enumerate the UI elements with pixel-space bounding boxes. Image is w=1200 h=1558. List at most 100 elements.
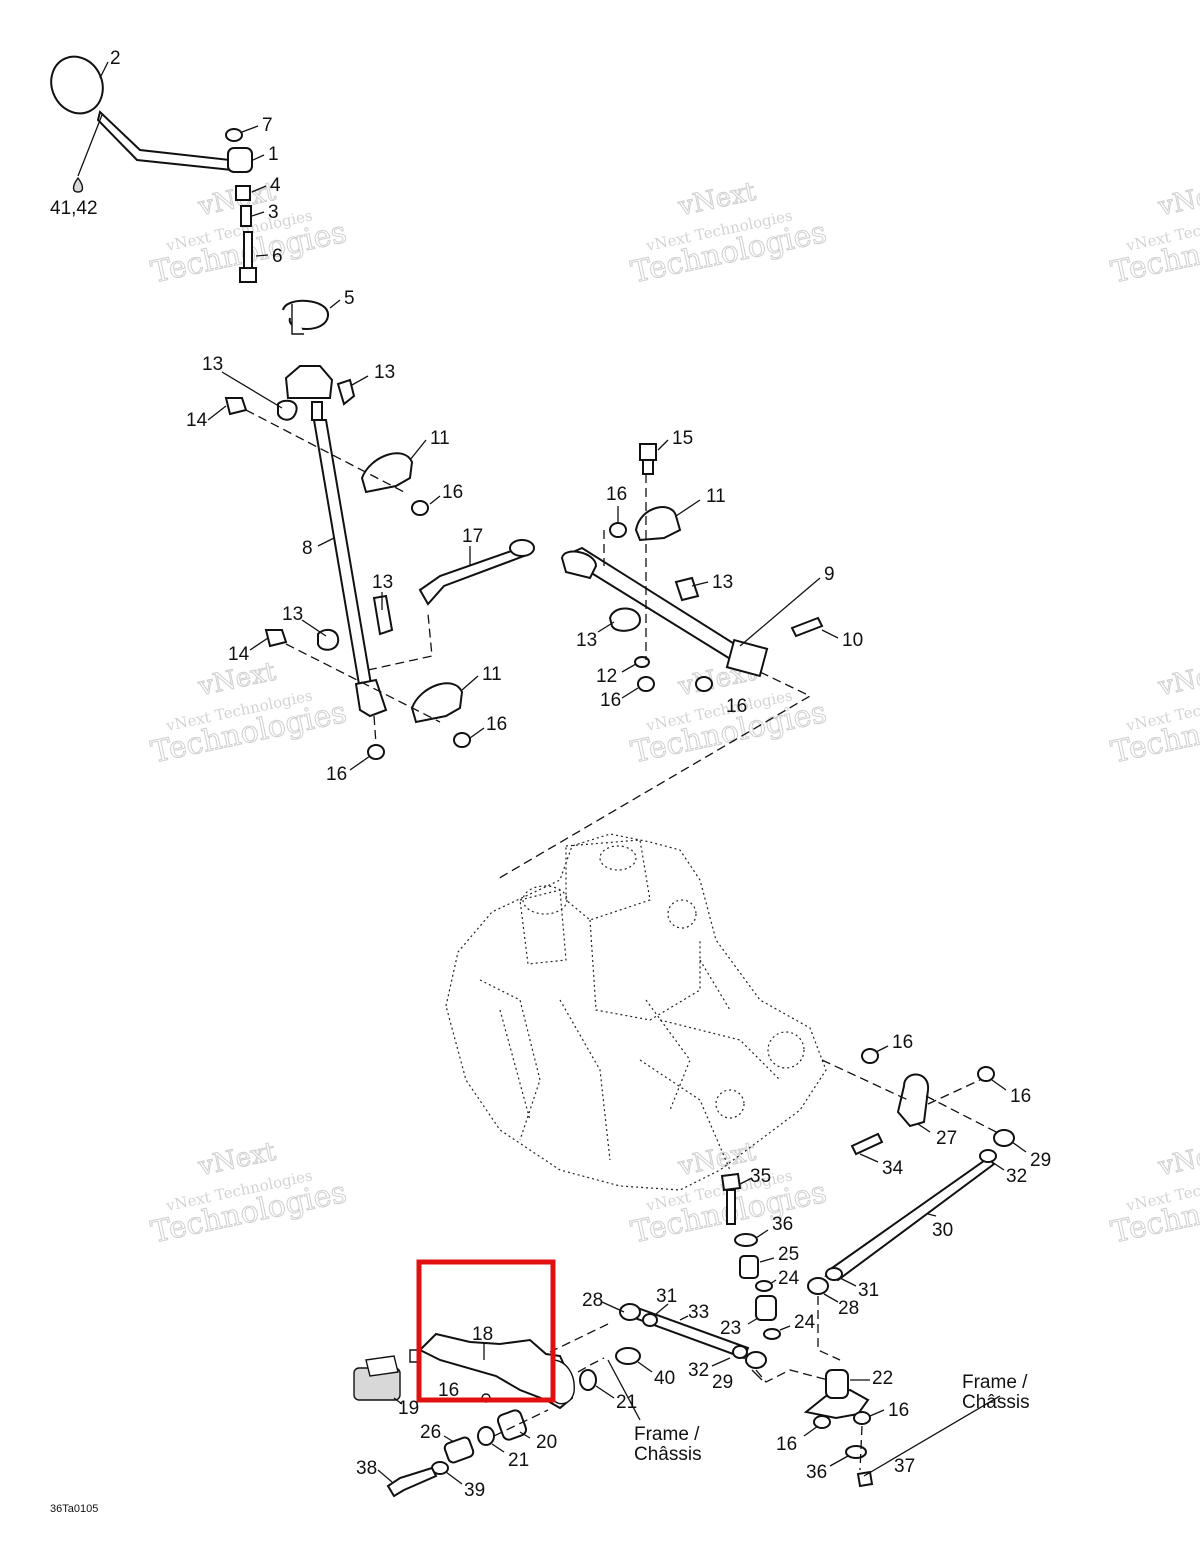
spacer-25 bbox=[739, 1255, 759, 1279]
callout-11b: 11 bbox=[706, 486, 726, 507]
engine-port bbox=[667, 899, 697, 929]
callout-16h: 16 bbox=[1010, 1086, 1031, 1107]
callout-13f: 13 bbox=[282, 604, 303, 625]
callout-13d: 13 bbox=[576, 630, 597, 651]
rod-end-29a bbox=[993, 1129, 1015, 1147]
callout-12: 12 bbox=[596, 666, 617, 687]
leader-25 bbox=[759, 1257, 775, 1263]
nut-32a bbox=[979, 1149, 997, 1163]
engine-ribs bbox=[479, 979, 781, 1171]
watermark-9: vNext vNext Technologies Technologies bbox=[1108, 1136, 1200, 1251]
o-ring-21a bbox=[579, 1369, 597, 1391]
drawing-reference: 36Ta0105 bbox=[50, 1503, 98, 1515]
callout-14b: 14 bbox=[228, 644, 250, 665]
clip-13b bbox=[336, 378, 356, 406]
lower-lever bbox=[354, 678, 388, 718]
washer-12 bbox=[634, 656, 650, 668]
callout-28a: 28 bbox=[838, 1298, 859, 1319]
callout-21b: 21 bbox=[508, 1450, 529, 1471]
leader-13a bbox=[221, 371, 283, 409]
callout-24b: 24 bbox=[794, 1312, 816, 1333]
shift-lever-assembly bbox=[50, 55, 341, 335]
callout-37: 37 bbox=[894, 1456, 915, 1477]
callout-23: 23 bbox=[720, 1318, 741, 1339]
leader-23 bbox=[747, 1317, 759, 1325]
spacer-4 bbox=[235, 185, 251, 201]
bushing-13d bbox=[608, 607, 642, 632]
alignment-dash-7 bbox=[495, 671, 812, 881]
callout-27: 27 bbox=[936, 1128, 957, 1149]
watermark-6: vNext vNext Technologies Technologies bbox=[1108, 656, 1200, 771]
leader-19 bbox=[393, 1397, 403, 1405]
alignment-dash-15 bbox=[493, 1409, 549, 1437]
callout-34: 34 bbox=[882, 1158, 904, 1179]
leader-16j bbox=[803, 1425, 819, 1437]
hose-clamp-5 bbox=[282, 299, 330, 330]
leader-9 bbox=[739, 577, 821, 647]
alignment-dash-4 bbox=[373, 715, 377, 745]
bolt-15-shank bbox=[642, 459, 654, 475]
rod-end-28a bbox=[807, 1277, 829, 1295]
frame-label-right-line2: Châssis bbox=[962, 1392, 1030, 1413]
leader-16k bbox=[869, 1409, 885, 1417]
pivot-boss-22 bbox=[825, 1369, 849, 1399]
cap-40 bbox=[615, 1347, 641, 1365]
leader-13f bbox=[301, 619, 327, 637]
callout-16e: 16 bbox=[600, 690, 621, 711]
callout-13a: 13 bbox=[202, 354, 223, 375]
leader-11c bbox=[461, 675, 479, 691]
frame-label-left-line1: Frame / bbox=[634, 1424, 700, 1445]
watermark-2: vNext vNext Technologies Technologies bbox=[628, 176, 830, 291]
right-linkage-assembly bbox=[807, 1045, 1027, 1361]
leader-2 bbox=[99, 61, 109, 79]
leader-35 bbox=[739, 1177, 753, 1185]
callout-8: 8 bbox=[302, 538, 313, 559]
bolt-15-head bbox=[639, 443, 657, 461]
callout-16d: 16 bbox=[326, 764, 347, 785]
nut-16h bbox=[977, 1066, 995, 1082]
engine-cylinder-head bbox=[565, 839, 651, 921]
alignment-dash-13 bbox=[549, 1323, 609, 1353]
rod-end-29b bbox=[745, 1351, 767, 1369]
shift-pedal-hub bbox=[551, 1359, 575, 1405]
spacer-26 bbox=[443, 1436, 475, 1464]
nut-16a bbox=[411, 500, 429, 516]
leader-11a bbox=[409, 439, 427, 461]
leader-15 bbox=[657, 439, 669, 451]
leader-24a bbox=[769, 1279, 777, 1285]
bushing-23 bbox=[755, 1295, 777, 1321]
callout-41-42: 41,42 bbox=[50, 198, 98, 219]
nut-16k bbox=[853, 1411, 871, 1425]
bolt-14b bbox=[264, 629, 288, 648]
bolt-10 bbox=[790, 616, 824, 638]
bushing-13f bbox=[317, 628, 340, 651]
bolt-35-shank bbox=[726, 1189, 736, 1225]
callout-22: 22 bbox=[872, 1368, 893, 1389]
bushing-1 bbox=[227, 147, 253, 173]
callout-4: 4 bbox=[270, 175, 281, 196]
nut-16d bbox=[367, 744, 385, 760]
watermark-line1: vNext bbox=[1155, 657, 1200, 703]
frame-leader-left bbox=[607, 1359, 641, 1421]
callout-labels: 2 7 1 4 3 6 41,42 5 13 13 14 11 16 8 15 … bbox=[50, 48, 1051, 1501]
callout-36b: 36 bbox=[806, 1462, 827, 1483]
callout-28b: 28 bbox=[582, 1290, 603, 1311]
nut-16c bbox=[453, 732, 471, 748]
callout-29a: 29 bbox=[1030, 1150, 1051, 1171]
alignment-dash-1 bbox=[245, 409, 405, 493]
engine-block bbox=[445, 833, 827, 1191]
frame-labels: Frame / Châssis Frame / Châssis bbox=[634, 1372, 1030, 1465]
highlight-box-part-18[interactable] bbox=[416, 1259, 556, 1403]
bracket-11b bbox=[634, 506, 682, 542]
leader-31b bbox=[655, 1303, 669, 1315]
engine-intake-port bbox=[522, 885, 568, 915]
watermark-3: vNext vNext Technologies Technologies bbox=[1108, 176, 1200, 291]
callout-16f: 16 bbox=[726, 696, 747, 717]
leader-6 bbox=[255, 254, 269, 257]
bracket-11c bbox=[410, 682, 464, 724]
callout-38: 38 bbox=[356, 1458, 377, 1479]
leader-5 bbox=[329, 299, 341, 309]
shift-lever-rod bbox=[96, 110, 234, 172]
leader-16e bbox=[621, 687, 639, 699]
bolt-35-head bbox=[720, 1172, 742, 1192]
